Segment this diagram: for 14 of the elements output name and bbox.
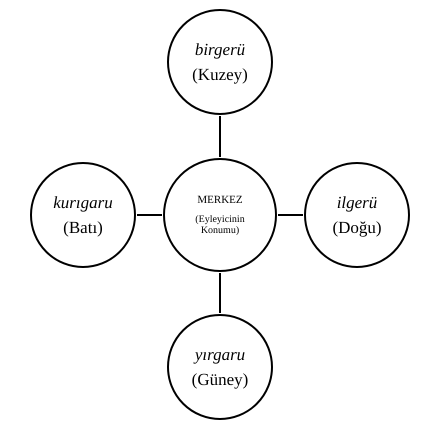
direction-label: (Eyleyicinin Konumu) <box>194 215 246 236</box>
term-label: yırgaru <box>194 344 246 365</box>
direction-label: (Güney) <box>192 369 248 390</box>
connector-line <box>219 273 221 313</box>
connector-line <box>219 116 221 157</box>
connector-line <box>278 214 303 216</box>
term-label: birgerü <box>194 38 246 60</box>
direction-label: (Kuzey) <box>192 64 248 86</box>
direction-label: (Doğu) <box>332 217 382 238</box>
direction-label: (Batı) <box>63 217 103 238</box>
term-label: ilgerü <box>336 192 378 213</box>
term-label: kurıgaru <box>53 192 113 213</box>
term-label: MERKEZ <box>197 194 243 208</box>
connector-line <box>137 214 162 216</box>
